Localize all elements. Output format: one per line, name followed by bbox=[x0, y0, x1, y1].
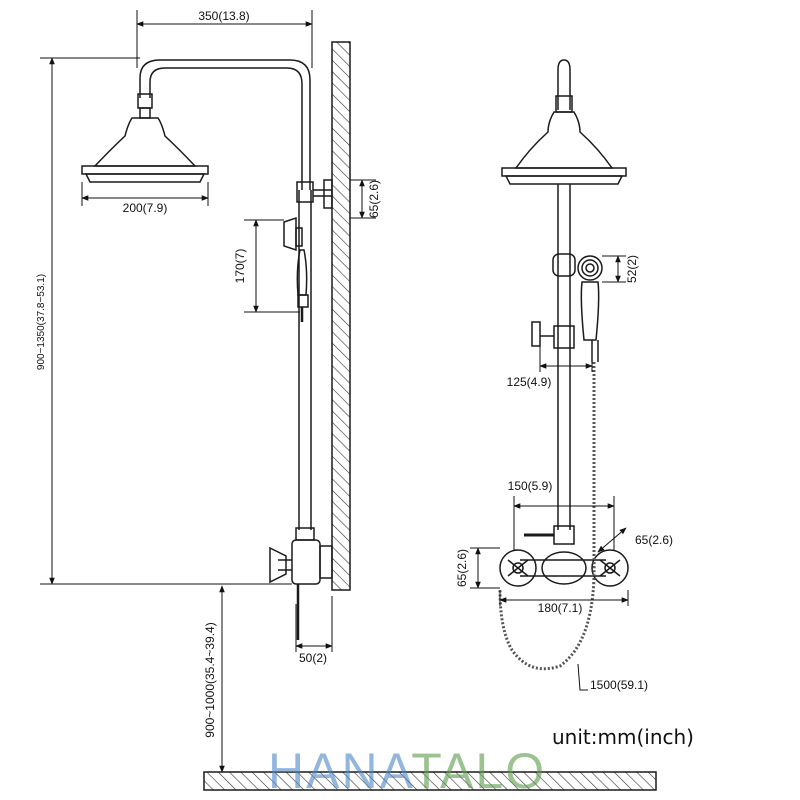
unit-label: unit:mm(inch) bbox=[552, 725, 694, 749]
dim-floor-height: 900~1000(35.4~39.4) bbox=[203, 622, 217, 737]
dim-head-diameter: 200(7.9) bbox=[123, 201, 168, 215]
dim-total-height: 900~1350(37.8~53.1) bbox=[36, 274, 47, 370]
floor bbox=[203, 771, 657, 791]
dim-hose-length: 1500(59.1) bbox=[590, 678, 648, 692]
dim-handle-size: 65(2.6) bbox=[635, 533, 673, 547]
dimension-labels: 350(13.8) 200(7.9) 65(2.6) 170(7) 900~13… bbox=[36, 9, 673, 738]
watermark-part2: TALO bbox=[411, 743, 546, 799]
side-view bbox=[81, 41, 657, 791]
front-view bbox=[499, 59, 629, 587]
watermark: HANATALO bbox=[268, 743, 546, 799]
hand-holder bbox=[283, 216, 297, 252]
front-shower-head bbox=[514, 111, 614, 169]
wall bbox=[331, 41, 351, 591]
dim-diverter-arm: 125(4.9) bbox=[507, 375, 552, 389]
dim-bracket-height: 65(2.6) bbox=[367, 180, 381, 218]
dim-mixer-width: 180(7.1) bbox=[538, 601, 583, 615]
overhead-pipe bbox=[139, 59, 311, 190]
hose bbox=[498, 362, 596, 671]
hand-shower-face bbox=[577, 255, 603, 281]
dim-hand-shower: 52(2) bbox=[625, 255, 639, 283]
dim-holder-height: 170(7) bbox=[233, 249, 247, 284]
shower-head bbox=[93, 117, 197, 167]
dim-wall-offset: 50(2) bbox=[299, 651, 327, 665]
dim-mixer-height: 65(2.6) bbox=[455, 549, 469, 587]
front-mixer bbox=[541, 551, 587, 585]
wall-bracket bbox=[296, 181, 314, 203]
dimension-lines bbox=[40, 10, 629, 773]
dim-head-width-top: 350(13.8) bbox=[198, 9, 249, 23]
watermark-part1: HANA bbox=[268, 743, 414, 799]
dim-mixer-spacing: 150(5.9) bbox=[508, 479, 553, 493]
mixer-handle-left bbox=[499, 549, 537, 587]
